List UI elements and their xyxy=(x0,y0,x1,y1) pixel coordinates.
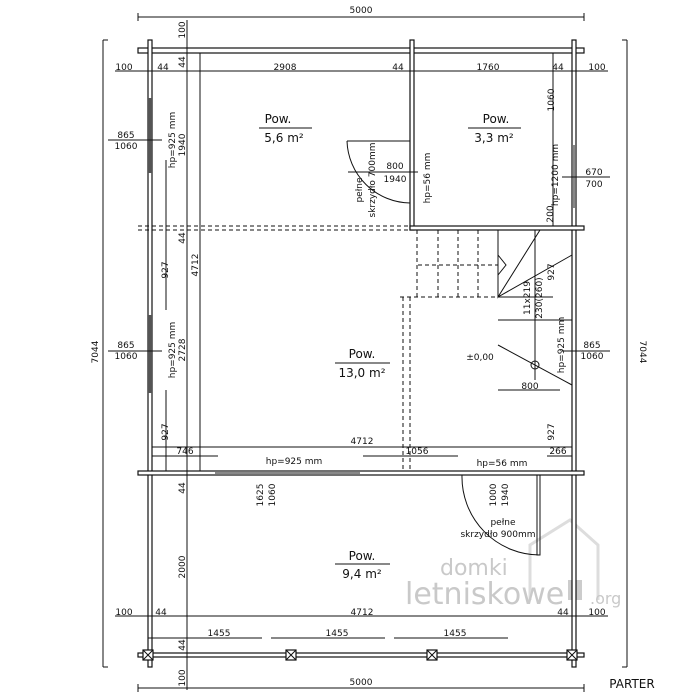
watermark-suffix: .org xyxy=(590,589,621,608)
dim-label: 4712 xyxy=(191,254,201,277)
dim-label: 927 xyxy=(547,263,557,280)
dim-label: 800 xyxy=(521,382,538,392)
dim-label: 100 xyxy=(588,608,605,618)
dim-label: 44 xyxy=(155,608,167,618)
window-left-top xyxy=(148,98,152,173)
dim-label: 230(260) xyxy=(535,277,545,318)
dim-label: 266 xyxy=(549,447,566,457)
room-label: Pow. xyxy=(349,549,376,563)
dim-label: 1940 xyxy=(178,133,188,156)
dim-label: 1060 xyxy=(115,142,138,152)
room-area: 3,3 m² xyxy=(474,131,514,145)
dim-label: 100 xyxy=(115,608,132,618)
dim-label: hp=1200 mm xyxy=(551,144,561,206)
depth-left-label: 7044 xyxy=(91,340,101,363)
depth-right-label: 7044 xyxy=(637,341,647,364)
room-label: Pow. xyxy=(349,347,376,361)
room-label: Pow. xyxy=(483,112,510,126)
dim-label: 1056 xyxy=(406,447,429,457)
dim-label: 44 xyxy=(178,56,188,68)
dim-label: 865 xyxy=(117,131,134,141)
watermark-line1: domki xyxy=(440,556,508,581)
dim-label: 1760 xyxy=(477,63,500,73)
staircase xyxy=(400,229,573,470)
dim-label: hp=925 mm xyxy=(168,322,178,379)
dim-label: 800 xyxy=(386,162,403,172)
inner-door xyxy=(346,140,411,204)
dim-label: 865 xyxy=(583,341,600,351)
watermark-line2: letniskowe xyxy=(405,577,564,612)
dim-label: 1455 xyxy=(444,629,467,639)
dim-label: 200 xyxy=(546,205,556,222)
dim-label: 1060 xyxy=(268,483,278,506)
dim-label: 746 xyxy=(176,447,193,457)
dim-label: skrzydło 900mm xyxy=(460,530,535,540)
dim-label: 44 xyxy=(557,608,569,618)
dimension-labels: 100 44 2908 44 1760 44 100 100 44 865 10… xyxy=(115,21,606,686)
room-2: Pow. 3,3 m² xyxy=(468,112,521,145)
dim-label: 2908 xyxy=(274,63,297,73)
room-label: Pow. xyxy=(265,112,292,126)
dim-label: hp=925 mm xyxy=(168,112,178,169)
dim-label: 1060 xyxy=(581,352,604,362)
watermark-logo: domki letniskowe .org xyxy=(405,518,621,612)
room-labels: Pow. 5,6 m² Pow. 3,3 m² Pow. 13,0 m² Pow. 9,… xyxy=(259,112,521,581)
dim-label: 44 xyxy=(157,63,169,73)
dim-label: 100 xyxy=(178,669,188,686)
dim-label: 4712 xyxy=(351,608,374,618)
walls xyxy=(137,20,585,690)
dim-label: 865 xyxy=(117,341,134,351)
dim-label: 1060 xyxy=(115,352,138,362)
room-3: Pow. 13,0 m² xyxy=(335,347,390,380)
dim-label: 1455 xyxy=(208,629,231,639)
dim-label: 1940 xyxy=(384,175,407,185)
dim-label: 2728 xyxy=(178,338,188,361)
dimension-lines xyxy=(108,70,610,639)
width-top-label: 5000 xyxy=(350,6,373,16)
posts xyxy=(142,649,578,661)
dim-label: hp=56 mm xyxy=(423,153,433,204)
dim-label: pełne xyxy=(490,518,516,528)
dim-label: 100 xyxy=(588,63,605,73)
dim-label: 927 xyxy=(547,423,557,440)
dim-label: 44 xyxy=(552,63,564,73)
dim-label: 44 xyxy=(178,639,188,651)
entrance-door xyxy=(461,474,541,556)
dim-label: 1000 xyxy=(489,483,499,506)
dim-label: hp=925 mm xyxy=(266,457,323,467)
dim-label: 44 xyxy=(392,63,404,73)
dim-label: 927 xyxy=(161,423,171,440)
width-bottom-label: 5000 xyxy=(350,678,373,688)
dim-label: hp=925 mm xyxy=(557,317,567,374)
dim-label: pełne xyxy=(355,177,365,203)
dim-label: 1060 xyxy=(547,88,557,111)
dim-label: 670 xyxy=(585,168,602,178)
dim-label: 1940 xyxy=(501,483,511,506)
dim-label: 11x219 xyxy=(523,281,533,315)
window-left-mid xyxy=(148,315,152,393)
dim-label: 2000 xyxy=(178,555,188,578)
dim-label: 44 xyxy=(178,232,188,244)
dim-label: 1455 xyxy=(326,629,349,639)
room-area: 13,0 m² xyxy=(338,366,385,380)
room-4: Pow. 9,4 m² xyxy=(335,549,390,581)
dim-label: 927 xyxy=(161,261,171,278)
dim-label: 44 xyxy=(178,482,188,494)
dim-label: 100 xyxy=(115,63,132,73)
dim-label: 1625 xyxy=(256,484,266,507)
level-label: ±0,00 xyxy=(466,353,494,363)
dim-label: hp=56 mm xyxy=(477,459,528,469)
dim-label: skrzydło 700mm xyxy=(368,142,378,217)
room-1: Pow. 5,6 m² xyxy=(259,112,312,145)
room-area: 5,6 m² xyxy=(264,131,304,145)
dim-label: 4712 xyxy=(351,437,374,447)
room-area: 9,4 m² xyxy=(342,567,382,581)
dim-label: 100 xyxy=(178,21,188,38)
overall-dimensions: 5000 5000 7044 7044 xyxy=(91,6,647,692)
floor-title: PARTER xyxy=(609,677,654,691)
dim-label: 700 xyxy=(585,180,602,190)
